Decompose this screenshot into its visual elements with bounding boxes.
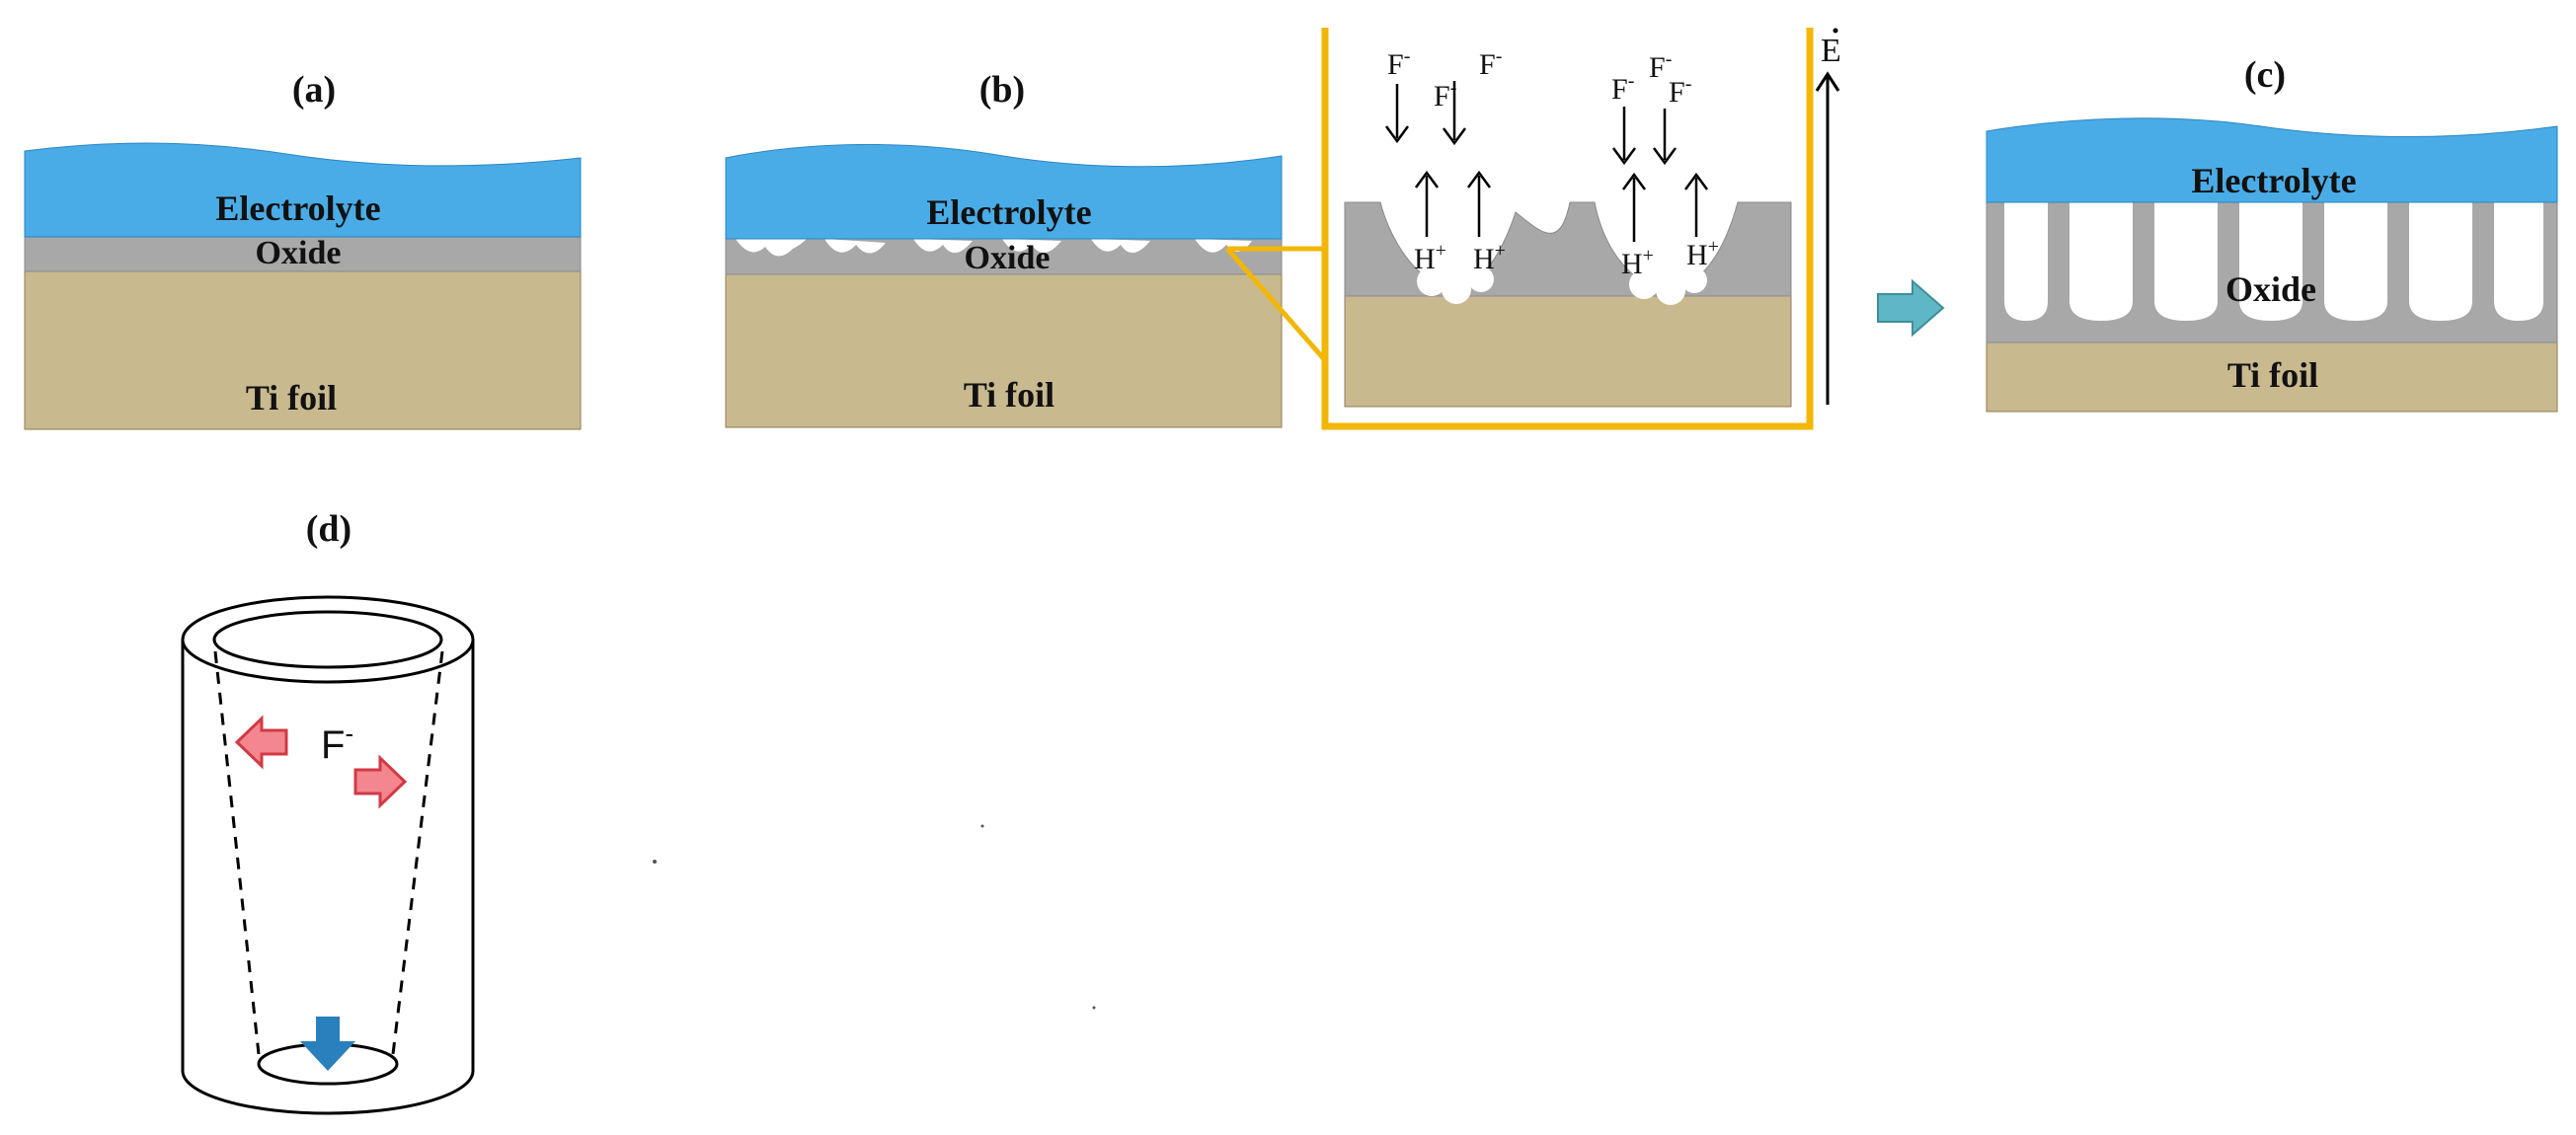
panel-c-electrolyte-label: Electrolyte bbox=[2191, 161, 2356, 200]
panel-a-label: (a) bbox=[292, 69, 336, 111]
panel-c-label: (c) bbox=[2244, 54, 2286, 96]
zoom-inset: F- F- F- H+ H+ F- F- F- bbox=[1225, 28, 1841, 430]
panel-d-ion-label: F- bbox=[321, 719, 353, 767]
panel-a-electrolyte-label: Electrolyte bbox=[215, 189, 380, 228]
inset-h-ions-left: H+ H+ bbox=[1414, 170, 1506, 275]
svg-text:H+: H+ bbox=[1414, 240, 1446, 275]
panel-a-electrolyte bbox=[24, 142, 582, 238]
panel-c: (c) Electrolyte Oxide Ti foil bbox=[1986, 54, 2558, 413]
svg-text:H+: H+ bbox=[1473, 240, 1506, 275]
panel-a: (a) Electrolyte Oxide Ti foil bbox=[24, 69, 582, 430]
panel-c-ti-foil bbox=[1986, 341, 2558, 413]
panel-d: (d) F- bbox=[181, 508, 475, 1115]
nanotube-top-inner bbox=[212, 610, 443, 669]
inset-frame bbox=[1321, 28, 1814, 430]
panel-c-oxide-label: Oxide bbox=[2225, 269, 2316, 309]
panel-b-ti-foil-label: Ti foil bbox=[964, 375, 1054, 415]
panel-a-oxide-layer bbox=[24, 236, 582, 272]
panel-c-electrolyte bbox=[1986, 117, 2558, 203]
electric-field-label: E bbox=[1821, 33, 1841, 69]
left-red-arrow-icon bbox=[234, 715, 288, 770]
panel-b-oxide-layer bbox=[725, 236, 1283, 275]
panel-a-oxide-label: Oxide bbox=[256, 235, 342, 271]
panel-b-electrolyte bbox=[725, 143, 1283, 240]
transition-arrow-icon bbox=[1877, 278, 1945, 338]
panel-b-oxide-label: Oxide bbox=[965, 240, 1051, 276]
panel-b-ti-foil bbox=[725, 273, 1283, 428]
panel-c-nanotube-pores bbox=[2004, 202, 2543, 321]
panel-c-ti-foil-label: Ti foil bbox=[2227, 355, 2318, 395]
stray-specks bbox=[653, 824, 1096, 1010]
svg-text:F-: F- bbox=[1669, 73, 1691, 109]
inset-f-ions-right: F- F- F- bbox=[1611, 48, 1691, 166]
svg-text:F-: F- bbox=[1611, 70, 1634, 106]
panel-b-pits bbox=[736, 239, 1252, 257]
svg-text:H+: H+ bbox=[1621, 245, 1654, 280]
panel-b-label: (b) bbox=[979, 69, 1025, 111]
panel-b: (b) Electrolyte Oxide Ti foil bbox=[725, 69, 1283, 428]
panel-a-ti-foil-label: Ti foil bbox=[246, 378, 337, 417]
blue-down-arrow-icon bbox=[300, 1017, 355, 1071]
inset-pit-bubbles bbox=[1417, 266, 1707, 305]
inset-h-ions-right: H+ H+ bbox=[1621, 172, 1719, 280]
inset-zoom-lines bbox=[1225, 246, 1327, 362]
nanotube-inner-walls bbox=[213, 650, 444, 1055]
right-red-arrow-icon bbox=[353, 754, 408, 809]
panel-a-ti-foil bbox=[24, 270, 582, 430]
panel-d-label: (d) bbox=[306, 508, 351, 550]
panel-b-electrolyte-label: Electrolyte bbox=[926, 192, 1091, 232]
svg-text:F-: F- bbox=[1479, 45, 1502, 81]
inset-oxide-layer bbox=[1344, 201, 1792, 297]
inset-f-ions-left: F- F- F- bbox=[1384, 45, 1502, 146]
inset-ti-foil bbox=[1344, 295, 1792, 408]
svg-text:F-: F- bbox=[1387, 45, 1410, 81]
svg-text:F-: F- bbox=[1649, 48, 1672, 84]
svg-text:H+: H+ bbox=[1686, 236, 1719, 271]
electric-field-arrow: E bbox=[1815, 28, 1841, 405]
